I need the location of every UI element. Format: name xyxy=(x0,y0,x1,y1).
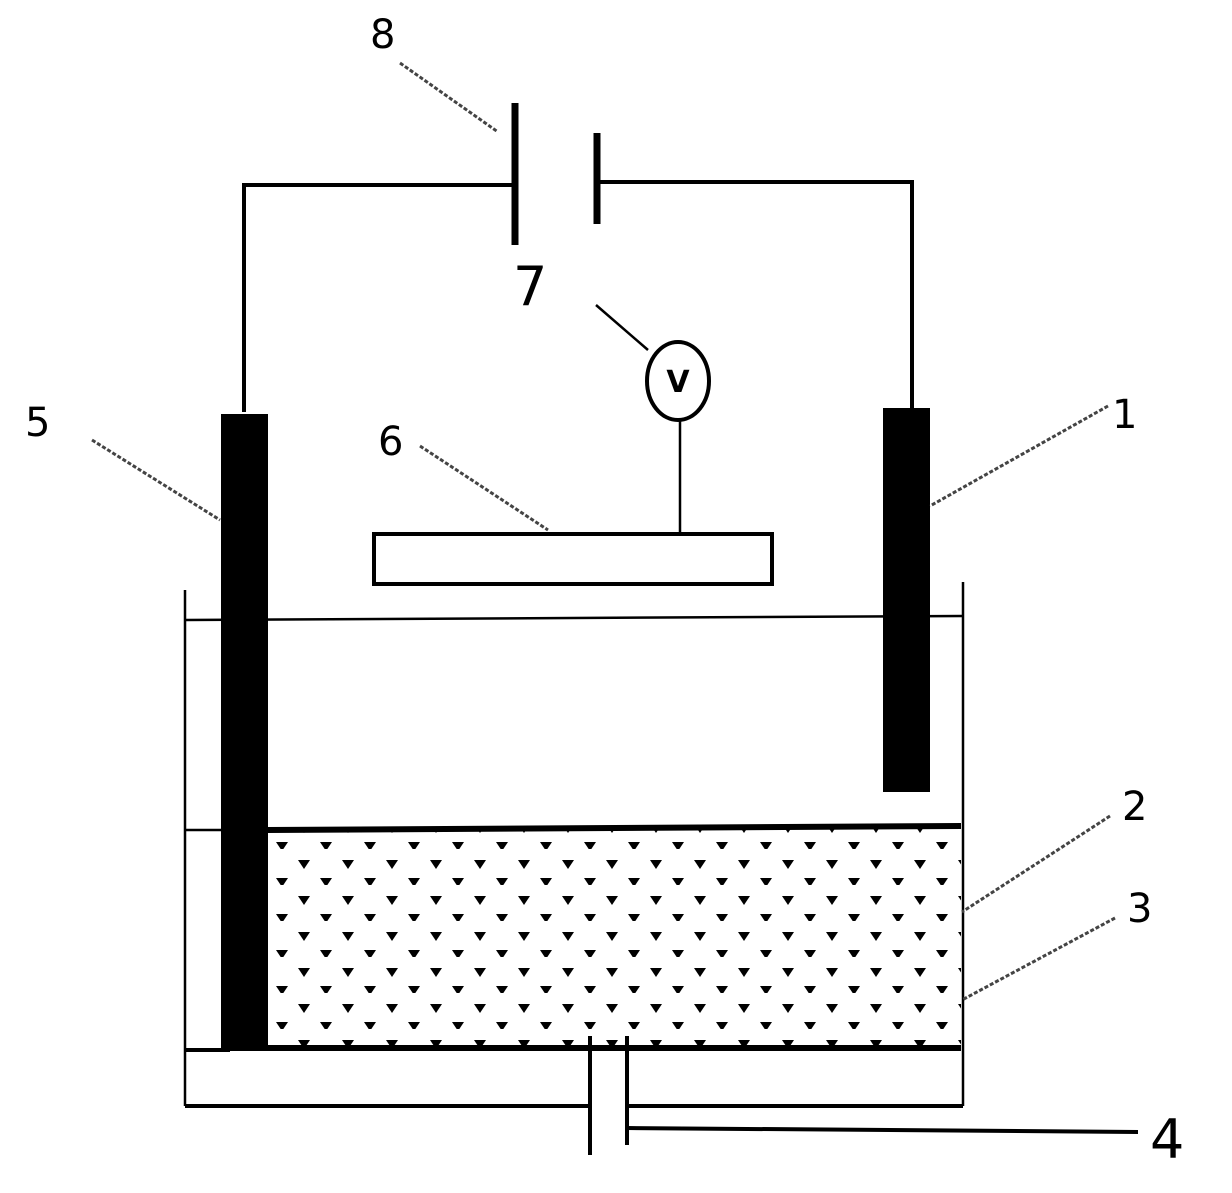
voltmeter: V xyxy=(595,304,711,532)
granular-layer xyxy=(185,823,962,1051)
electrode-1 xyxy=(883,408,930,792)
label-2: 2 xyxy=(1122,784,1147,830)
circuit-wires xyxy=(242,180,914,412)
label-1: 1 xyxy=(1112,392,1137,438)
electrode-5 xyxy=(221,414,268,1051)
leader-lines xyxy=(91,61,1116,1002)
label-4: 4 xyxy=(1150,1108,1184,1171)
label-5: 5 xyxy=(25,400,50,446)
plate-6 xyxy=(372,532,774,586)
voltmeter-symbol: V xyxy=(666,365,690,400)
label-6: 6 xyxy=(378,419,403,465)
label-3: 3 xyxy=(1127,886,1152,932)
label-7: 7 xyxy=(513,255,547,318)
label-8: 8 xyxy=(370,12,395,58)
outlet-pipe xyxy=(588,1036,1139,1155)
container xyxy=(183,582,965,1108)
power-source-symbol xyxy=(511,103,601,245)
